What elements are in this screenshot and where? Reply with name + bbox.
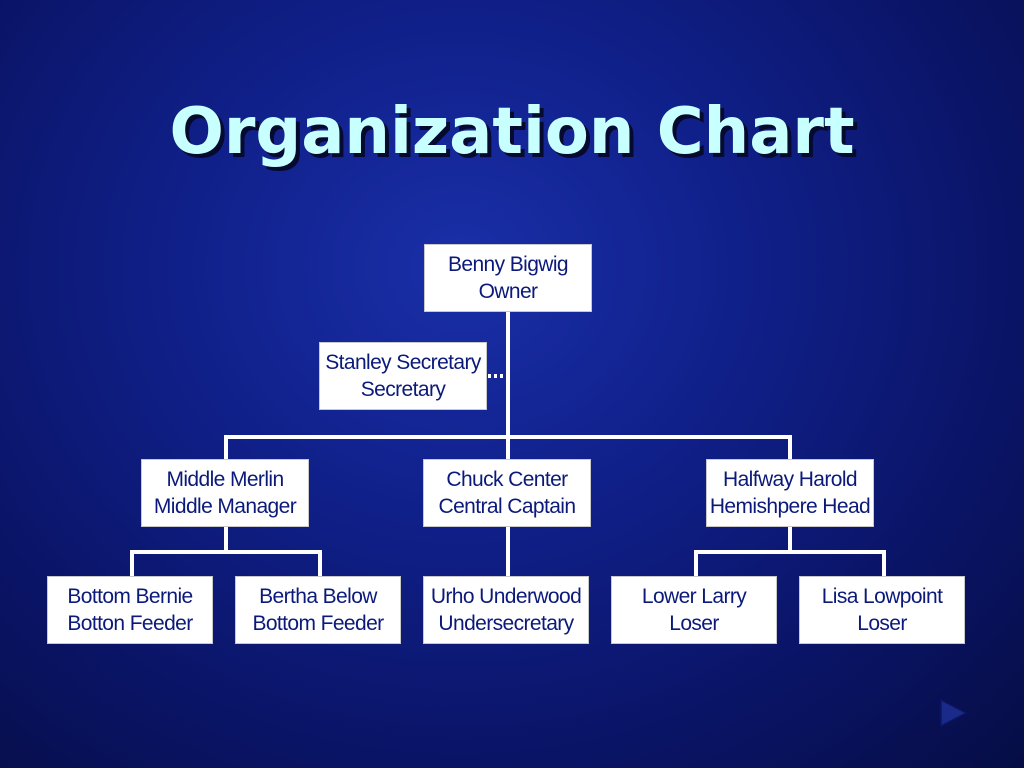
play-arrow-icon[interactable]: [938, 698, 968, 728]
slide-title: Organization Chart: [169, 95, 855, 169]
org-node-role: Loser: [857, 612, 907, 635]
org-node-name: Halfway Harold: [723, 468, 858, 491]
org-node-role: Undersecretary: [438, 612, 574, 635]
org-node-role: Secretary: [360, 378, 446, 401]
org-node-manager[interactable]: Halfway Harold Hemishpere Head: [706, 459, 874, 527]
org-node-name: Benny Bigwig: [447, 253, 569, 276]
org-node-assistant[interactable]: Stanley Secretary Secretary: [319, 342, 487, 410]
org-node-role: Middle Manager: [153, 495, 297, 518]
play-arrow-shape: [940, 698, 968, 728]
org-node-name: Stanley Secretary: [325, 351, 481, 374]
org-node-name: Lisa Lowpoint: [821, 585, 943, 608]
org-node-role: Hemishpere Head: [709, 495, 871, 518]
org-node-role: Botton Feeder: [67, 612, 193, 635]
org-node-name: Middle Merlin: [166, 468, 284, 491]
org-node-role: Loser: [669, 612, 719, 635]
org-node-role: Owner: [478, 280, 538, 303]
org-node-name: Bertha Below: [259, 585, 377, 608]
org-node-name: Urho Underwood: [430, 585, 582, 608]
org-node-manager[interactable]: Middle Merlin Middle Manager: [141, 459, 309, 527]
org-node-role: Bottom Feeder: [252, 612, 384, 635]
org-node-name: Bottom Bernie: [67, 585, 193, 608]
org-node-role: Central Captain: [438, 495, 577, 518]
org-node-staff[interactable]: Lisa Lowpoint Loser: [799, 576, 965, 644]
org-node-name: Lower Larry: [641, 585, 747, 608]
org-node-staff[interactable]: Bertha Below Bottom Feeder: [235, 576, 401, 644]
org-node-staff[interactable]: Lower Larry Loser: [611, 576, 777, 644]
org-node-staff[interactable]: Bottom Bernie Botton Feeder: [47, 576, 213, 644]
org-node-owner[interactable]: Benny Bigwig Owner: [424, 244, 592, 312]
org-node-manager[interactable]: Chuck Center Central Captain: [423, 459, 591, 527]
org-node-staff[interactable]: Urho Underwood Undersecretary: [423, 576, 589, 644]
org-node-name: Chuck Center: [446, 468, 568, 491]
